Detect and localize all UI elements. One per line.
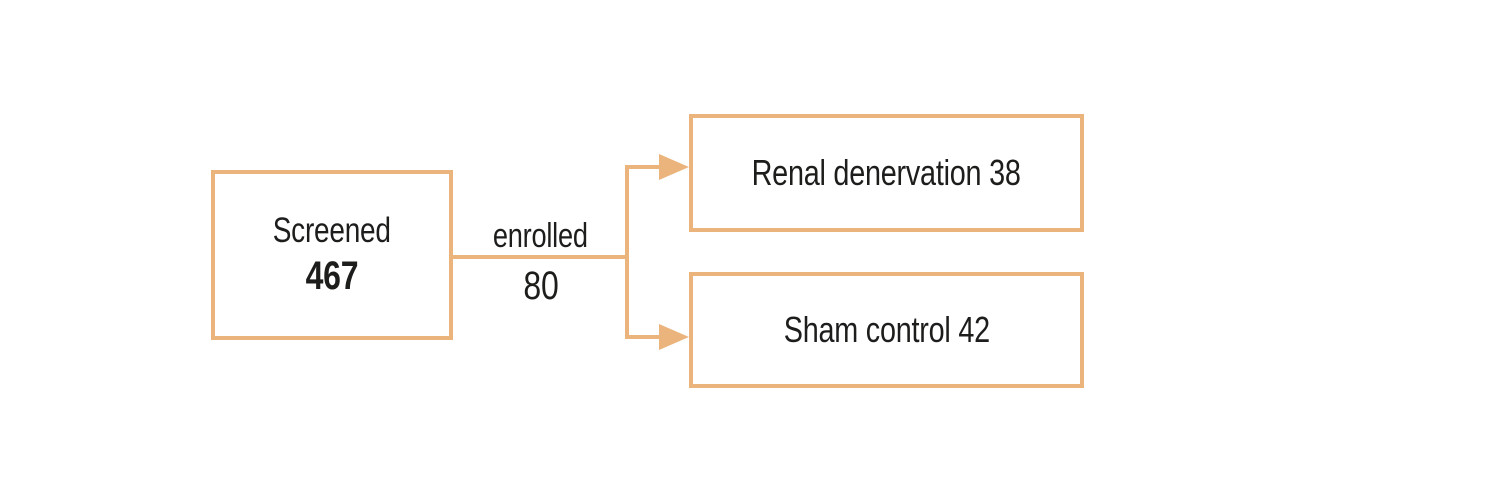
screened-count: 467 bbox=[305, 254, 359, 298]
renal-denervation-box: Renal denervation 38 bbox=[689, 114, 1084, 232]
screened-label: Screened bbox=[273, 211, 391, 250]
connector-branch-line bbox=[625, 165, 629, 339]
sham-control-box: Sham control 42 bbox=[689, 272, 1084, 388]
screened-box: Screened 467 bbox=[211, 170, 453, 340]
sham-control-label: Sham control 42 bbox=[783, 309, 990, 351]
enrolled-label: enrolled bbox=[493, 217, 588, 255]
arrow-right-icon bbox=[659, 324, 689, 350]
connector-main-line bbox=[452, 255, 629, 259]
connector-bottom-arm-line bbox=[625, 335, 665, 339]
enrolled-count: 80 bbox=[522, 264, 559, 308]
arrow-right-icon bbox=[659, 154, 689, 180]
enrolled-count-wrap: 80 bbox=[452, 262, 629, 310]
renal-denervation-label: Renal denervation 38 bbox=[752, 152, 1021, 194]
connector-top-arm-line bbox=[625, 165, 665, 169]
enrolled-label-wrap: enrolled bbox=[452, 216, 629, 257]
